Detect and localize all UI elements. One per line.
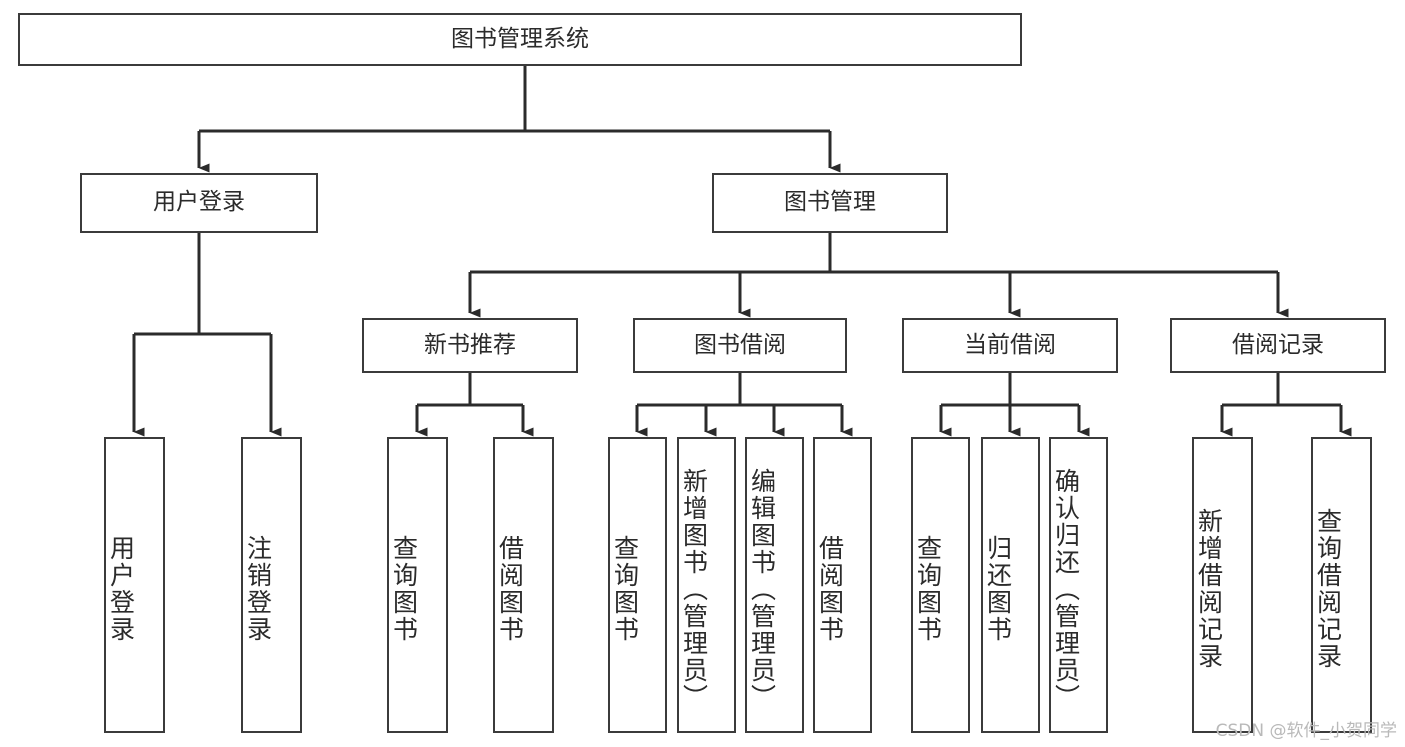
- leaf-user-login-login[interactable]: 用户登录: [104, 437, 165, 733]
- node-label: 查询图书: [913, 535, 943, 643]
- node-book-borrow[interactable]: 图书借阅: [633, 318, 847, 373]
- leaf-book-borrow-edit[interactable]: 编辑图书（管理员）: [745, 437, 804, 733]
- leaf-new-book-borrow[interactable]: 借阅图书: [493, 437, 554, 733]
- node-user-login[interactable]: 用户登录: [80, 173, 318, 233]
- node-label: 编辑图书（管理员）: [747, 467, 777, 711]
- node-label: 图书借阅: [694, 331, 786, 358]
- node-label: 图书管理系统: [451, 25, 589, 52]
- node-label: 归还图书: [983, 535, 1013, 643]
- node-label: 新增借阅记录: [1194, 508, 1224, 670]
- leaf-borrow-record-add[interactable]: 新增借阅记录: [1192, 437, 1253, 733]
- csdn-watermark: CSDN @软件_小贺同学: [1215, 721, 1397, 741]
- leaf-current-borrow-return[interactable]: 归还图书: [981, 437, 1040, 733]
- node-current-borrow[interactable]: 当前借阅: [902, 318, 1118, 373]
- node-label: 注销登录: [243, 535, 273, 643]
- node-root-system[interactable]: 图书管理系统: [18, 13, 1022, 66]
- node-label: 借阅记录: [1232, 331, 1324, 358]
- node-label: 查询图书: [610, 535, 640, 643]
- node-label: 借阅图书: [495, 535, 525, 643]
- leaf-borrow-record-query[interactable]: 查询借阅记录: [1311, 437, 1372, 733]
- node-borrow-record[interactable]: 借阅记录: [1170, 318, 1386, 373]
- node-new-book-recommend[interactable]: 新书推荐: [362, 318, 578, 373]
- leaf-book-borrow-query[interactable]: 查询图书: [608, 437, 667, 733]
- node-label: 用户登录: [106, 535, 136, 643]
- node-label: 图书管理: [784, 189, 876, 216]
- leaf-current-borrow-query[interactable]: 查询图书: [911, 437, 970, 733]
- node-label: 当前借阅: [964, 331, 1056, 358]
- node-label: 查询借阅记录: [1313, 508, 1343, 670]
- node-label: 用户登录: [153, 189, 245, 216]
- leaf-user-login-logout[interactable]: 注销登录: [241, 437, 302, 733]
- node-label: 查询图书: [389, 535, 419, 643]
- leaf-current-borrow-confirm[interactable]: 确认归还（管理员）: [1049, 437, 1108, 733]
- leaf-book-borrow-add[interactable]: 新增图书（管理员）: [677, 437, 736, 733]
- node-label: 新增图书（管理员）: [679, 467, 709, 711]
- leaf-book-borrow-borrow[interactable]: 借阅图书: [813, 437, 872, 733]
- node-book-management[interactable]: 图书管理: [712, 173, 948, 233]
- node-label: 借阅图书: [815, 535, 845, 643]
- node-label: 确认归还（管理员）: [1051, 467, 1081, 711]
- node-label: 新书推荐: [424, 331, 516, 358]
- leaf-new-book-query[interactable]: 查询图书: [387, 437, 448, 733]
